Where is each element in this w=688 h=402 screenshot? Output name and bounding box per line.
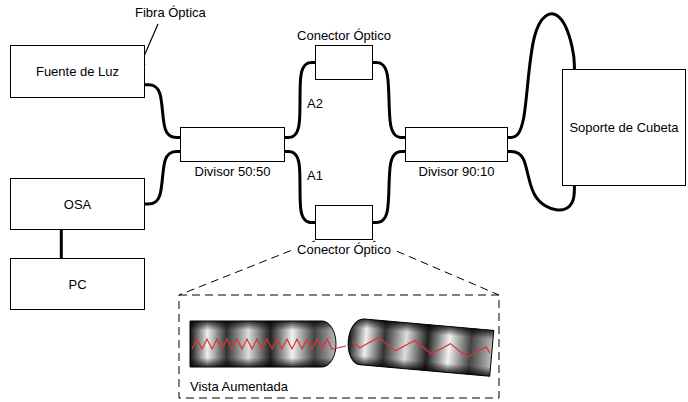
box-label: Soporte de Cubeta	[569, 120, 678, 135]
cuvette-holder-box: Soporte de Cubeta	[562, 69, 686, 186]
arm-label: A2	[305, 96, 325, 111]
optical-fiber	[145, 152, 180, 205]
arm-label: A1	[305, 168, 325, 183]
box-label: Fuente de Luz	[36, 64, 119, 79]
connector-box: Conector Óptico	[315, 45, 373, 80]
callout-label: Fibra Óptica	[133, 5, 208, 20]
box-label: PC	[68, 277, 86, 292]
computer-box: PC	[10, 258, 145, 310]
optical-fiber	[60, 230, 63, 258]
optical-fiber	[285, 152, 315, 223]
fiber-right	[346, 318, 493, 376]
optical-fiber	[373, 63, 405, 138]
analyzer-box: OSA	[10, 178, 145, 230]
part-label: Conector Óptico	[295, 242, 393, 257]
box-label: OSA	[64, 197, 91, 212]
splitter-box: Divisor 50:50	[180, 127, 285, 162]
light-ray	[192, 339, 346, 349]
light-ray	[352, 335, 491, 359]
splitter-box: Divisor 90:10	[405, 127, 508, 162]
zoom-frame	[179, 295, 499, 398]
view-caption: Vista Aumentada	[188, 379, 290, 394]
part-label: Divisor 90:10	[417, 164, 497, 179]
part-label: Conector Óptico	[295, 28, 393, 43]
connector-box: Conector Óptico	[315, 205, 373, 240]
light-source-box: Fuente de Luz	[10, 45, 145, 98]
part-label: Divisor 50:50	[193, 164, 273, 179]
optical-fiber	[373, 152, 405, 223]
optical-fiber	[145, 85, 180, 138]
